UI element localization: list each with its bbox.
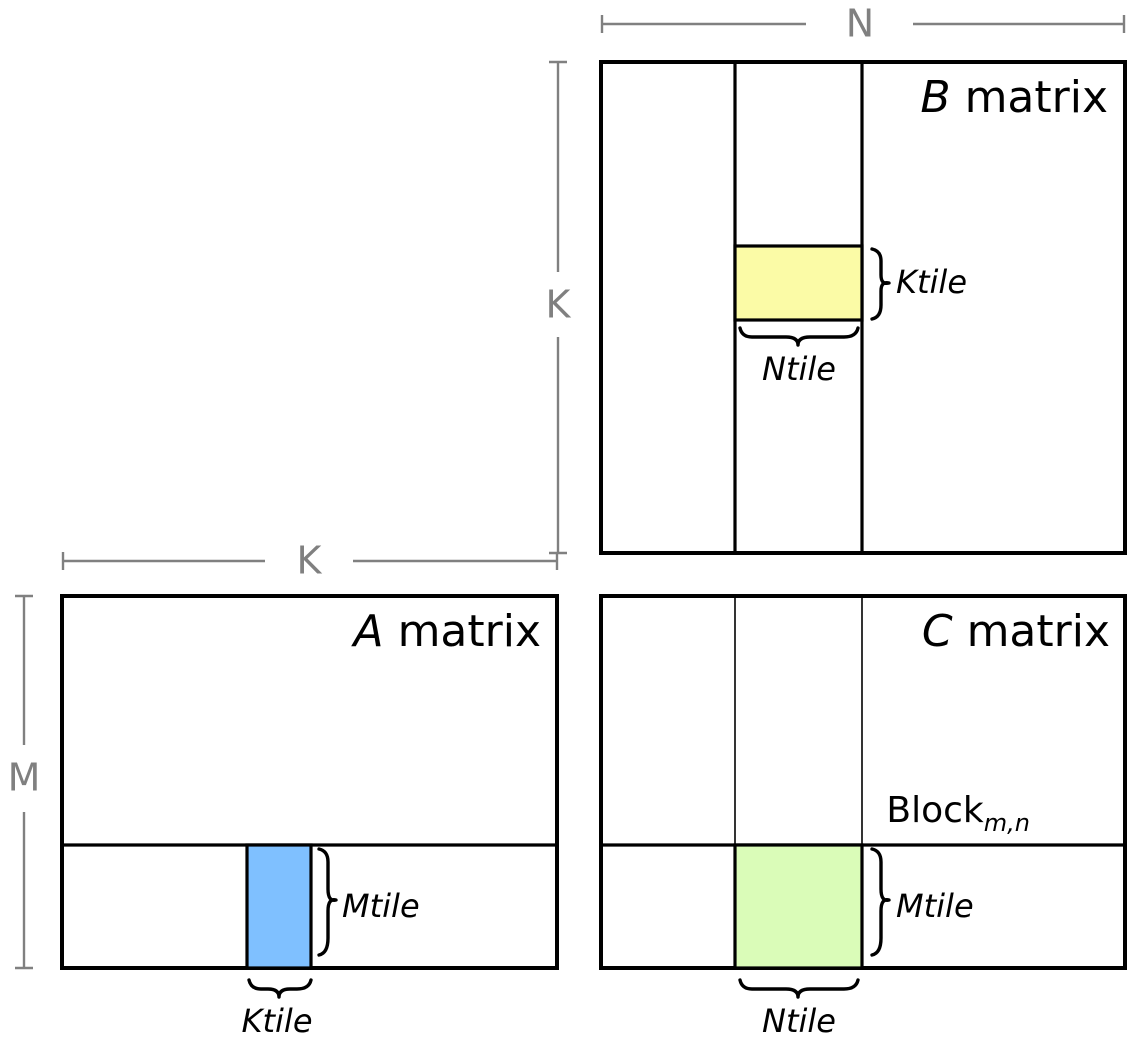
mtile-brace-a <box>317 847 338 957</box>
c-matrix-tile <box>733 843 864 970</box>
a-matrix: A matrix <box>60 594 559 970</box>
ntile-brace-b <box>738 326 860 347</box>
b-matrix: B matrix <box>599 60 1127 555</box>
ntile-label-c: Ntile <box>762 1002 836 1040</box>
block-label-subscript: m,n <box>984 809 1030 837</box>
mtile-label-c: Mtile <box>896 887 974 925</box>
k-dimension-indicator-a: K <box>61 539 559 583</box>
a-matrix-title-rest: matrix <box>384 606 541 657</box>
c-matrix-title-symbol: C <box>922 606 953 657</box>
a-matrix-title: A matrix <box>350 606 541 657</box>
b-matrix-title-rest: matrix <box>951 72 1108 123</box>
b-matrix-ktile-annotation: Ktile <box>870 247 967 321</box>
block-label-text: Block <box>886 790 984 831</box>
b-matrix-title: B matrix <box>920 72 1108 123</box>
k-dimension-label-a: K <box>297 539 323 583</box>
a-matrix-title-symbol: A <box>350 606 383 657</box>
c-matrix-mtile-annotation: Mtile <box>870 847 974 957</box>
b-matrix-ntile-annotation: Ntile <box>738 326 860 388</box>
c-matrix-title-rest: matrix <box>953 606 1110 657</box>
k-dimension-label-b: K <box>546 283 572 327</box>
ktile-label-b: Ktile <box>896 263 967 301</box>
c-matrix-title: C matrix <box>922 606 1110 657</box>
b-matrix-tile <box>733 244 864 322</box>
n-dimension-indicator: N <box>600 2 1126 46</box>
ktile-label-a: Ktile <box>242 1002 313 1040</box>
c-matrix: C matrix Blockm,n <box>599 594 1127 970</box>
m-dimension-indicator: M <box>8 594 41 970</box>
ntile-brace-c <box>738 978 860 999</box>
a-matrix-ktile-annotation: Ktile <box>242 978 313 1040</box>
b-matrix-title-symbol: B <box>920 72 950 123</box>
n-dimension-label: N <box>846 2 874 46</box>
mtile-label-a: Mtile <box>342 887 420 925</box>
mtile-brace-c <box>870 847 891 957</box>
a-matrix-tile <box>245 843 313 970</box>
ktile-brace-a <box>247 978 313 999</box>
m-dimension-label: M <box>8 756 41 800</box>
k-dimension-indicator-b: K <box>546 60 572 555</box>
a-matrix-mtile-annotation: Mtile <box>317 847 420 957</box>
ntile-label-b: Ntile <box>762 350 836 388</box>
c-matrix-ntile-annotation: Ntile <box>738 978 860 1040</box>
ktile-brace-b <box>870 247 891 321</box>
c-matrix-block-label: Blockm,n <box>886 790 1030 837</box>
